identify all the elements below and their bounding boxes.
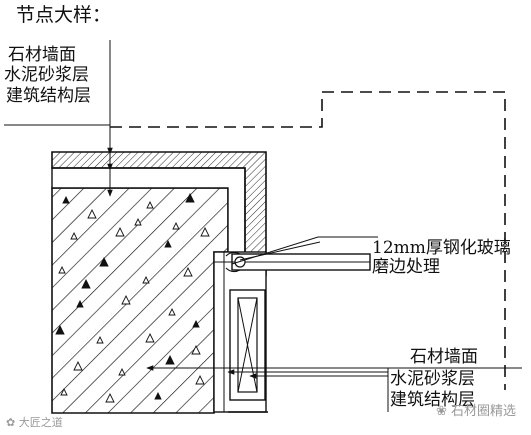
aggregate-mark <box>99 256 109 267</box>
aggregate-mark <box>60 387 68 396</box>
aggregate-mark <box>87 208 97 219</box>
label-stone-face-bottom: 石材墙面 <box>410 347 478 367</box>
aggregate-mark <box>121 294 131 305</box>
aggregate-mark <box>62 195 70 204</box>
watermark-logo-icon: ❀ <box>436 404 447 419</box>
aggregate-mark <box>168 307 176 316</box>
watermark-right: ❀ 石材圈精选 <box>436 404 517 419</box>
aggregate-dots <box>55 192 210 403</box>
aggregate-mark <box>73 360 83 371</box>
top-leader <box>4 40 113 197</box>
label-structure-top: 建筑结构层 <box>6 86 91 106</box>
aggregate-mark <box>58 265 66 274</box>
watermark-logo-icon: ✿ <box>6 416 16 429</box>
aggregate-mark <box>55 324 65 335</box>
aggregate-mark <box>183 266 193 277</box>
aggregate-mark <box>96 335 104 344</box>
dashed-boundary <box>110 91 506 390</box>
aggregate-mark <box>192 319 200 328</box>
aggregate-mark <box>134 217 142 226</box>
aggregate-mark <box>146 200 154 209</box>
glass-leader <box>231 236 378 265</box>
aggregate-mark <box>118 367 126 376</box>
aggregate-mark <box>115 226 125 237</box>
aggregate-mark <box>76 299 84 308</box>
aggregate-mark <box>164 239 172 248</box>
label-glass-spec: 12mm厚钢化玻璃 <box>372 238 511 258</box>
aggregate-mark <box>154 391 162 400</box>
aggregate-mark <box>172 221 180 230</box>
aggregate-mark <box>200 226 210 237</box>
aggregate-mark <box>191 344 201 355</box>
label-stone-face-top: 石材墙面 <box>8 45 76 65</box>
aggregate-mark <box>70 231 78 240</box>
label-glass-edge: 磨边处理 <box>372 257 440 277</box>
bottom-leader <box>146 365 522 412</box>
label-mortar-top: 水泥砂浆层 <box>4 65 89 85</box>
aggregate-mark <box>185 192 195 203</box>
glass-panel <box>213 251 268 413</box>
watermark-left: ✿ 大匠之道 <box>6 416 63 429</box>
aggregate-mark <box>81 278 91 289</box>
aggregate-mark <box>165 354 175 365</box>
label-structure-bottom: 建筑结构层 <box>390 390 475 410</box>
aggregate-mark <box>142 275 150 284</box>
drawing-title: 节点大样： <box>16 4 112 26</box>
aggregate-mark <box>195 374 205 385</box>
glass-profile <box>225 251 371 273</box>
aggregate-mark <box>145 332 155 343</box>
label-mortar-bottom: 水泥砂浆层 <box>390 369 475 389</box>
aggregate-mark <box>105 392 115 403</box>
